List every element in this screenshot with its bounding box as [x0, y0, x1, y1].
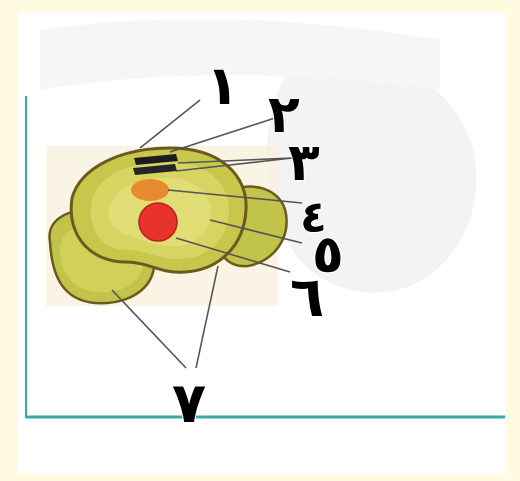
label-7: ٧: [172, 371, 206, 436]
label-3: ٣: [288, 133, 320, 193]
label-1: ١: [206, 54, 239, 117]
label-6: ٦: [290, 265, 324, 330]
red-spot: [139, 203, 177, 241]
orange-spot: [131, 179, 169, 201]
